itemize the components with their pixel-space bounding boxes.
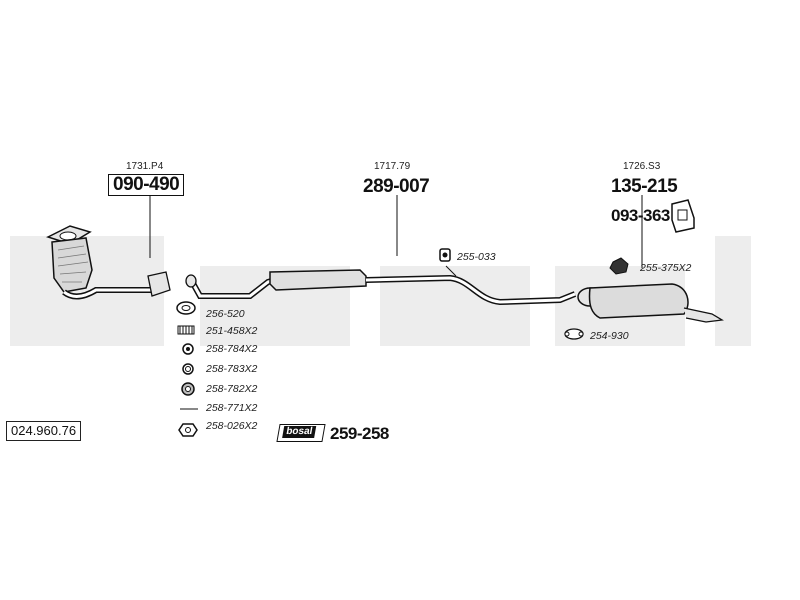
fitting-code: 255-033	[457, 251, 496, 263]
fittings-left-icons	[176, 301, 198, 437]
fitting-code: 258-783X2	[206, 363, 258, 375]
assembly-ref-rear-muffler: 1726.S3	[623, 161, 661, 172]
assembly-ref-catalyst: 1731.P4	[126, 161, 164, 172]
assembly-part-mid-pipe: 289-007	[363, 176, 430, 197]
assembly-ref-mid-pipe: 1717.79	[374, 161, 411, 172]
middle-pipe-drawing	[185, 265, 577, 306]
rubber-hanger-icon	[439, 248, 451, 262]
fitting-code: 254-930	[590, 330, 629, 342]
watermark-letter-l	[715, 236, 751, 346]
fitting-code: 258-771X2	[206, 402, 258, 414]
bracket-part-number: 093-363	[611, 206, 670, 225]
mounting-bracket-icon	[671, 199, 695, 233]
assembly-part-catalyst: 090-490	[108, 174, 185, 196]
rear-muffler-drawing	[577, 283, 724, 323]
fitting-code: 255-375X2	[640, 262, 692, 274]
kit-box: bosal	[276, 424, 326, 442]
document-code: 024.960.76	[6, 421, 82, 441]
fitting-code: 256-520	[206, 308, 245, 320]
fitting-code: 258-026X2	[206, 420, 258, 432]
catalytic-converter-drawing	[46, 225, 171, 300]
fitting-code: 251-458X2	[206, 325, 258, 337]
fitting-code: 258-784X2	[206, 343, 258, 355]
kit-part-number: 259-258	[330, 424, 389, 443]
fitting-code: 258-782X2	[206, 383, 258, 395]
assembly-part-rear-muffler: 135-215	[611, 176, 678, 197]
kit-logo: bosal	[282, 426, 317, 438]
fittings-right-icons	[564, 257, 629, 340]
